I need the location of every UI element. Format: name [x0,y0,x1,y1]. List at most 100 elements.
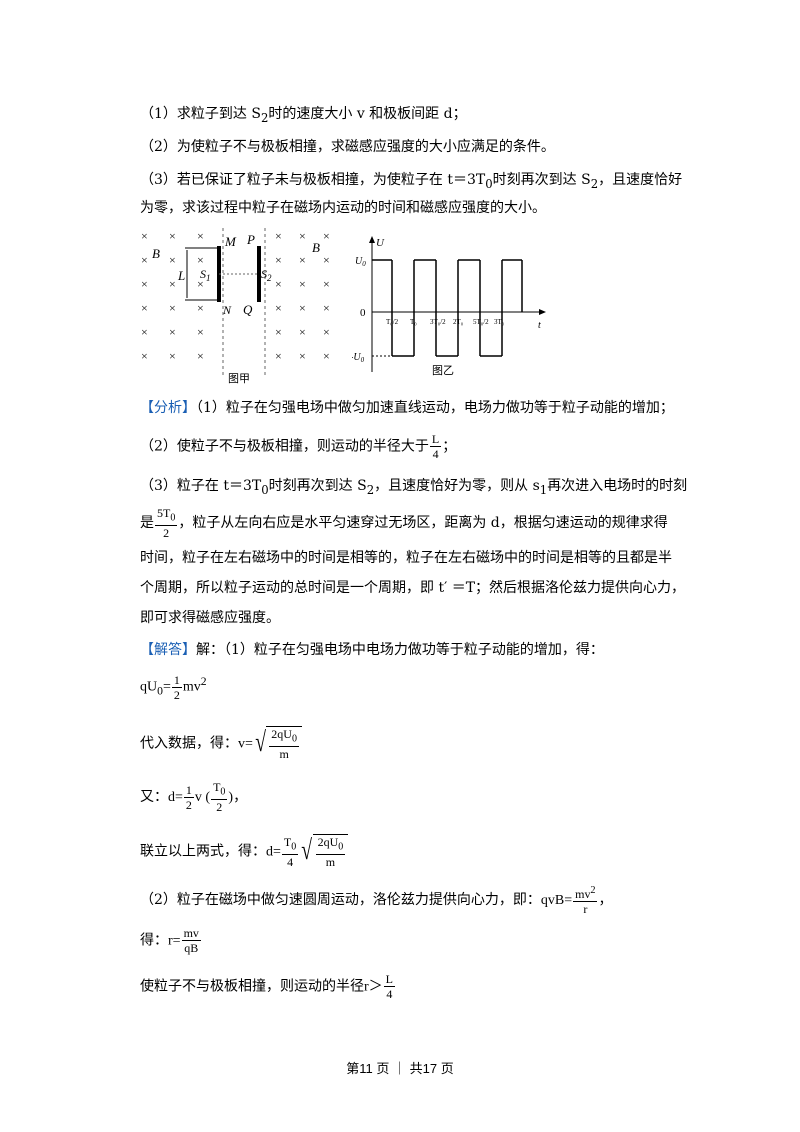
field-cross: × [141,301,148,315]
field-cross: × [141,325,148,339]
label-s2: S2 [261,267,272,283]
question-1: （1）求粒子到达 S2时的速度大小 v 和极板间距 d； [140,104,467,128]
field-cross: × [197,277,204,291]
field-cross: × [141,277,148,291]
q3a-rest: 时刻再次到达 S [492,172,591,188]
field-cross: × [299,349,306,363]
field-cross: × [169,349,176,363]
crosses-left: × × × × × × × × × × × × × × × × × × [141,229,204,363]
tick-6: 3T₀ [494,318,505,326]
field-cross: × [197,301,204,315]
tick-3: 3T₀/2 [430,318,446,326]
u-axis-arrow [369,236,375,243]
tick-1: T₀/2 [386,318,399,326]
field-cross: × [299,325,306,339]
field-cross: × [169,301,176,315]
field-cross: × [323,229,330,243]
question-3-line-1: （3）若已保证了粒子未与极板相撞，为使粒子在 t＝3T0时刻再次到达 S2，且速… [140,170,682,194]
field-cross: × [275,301,282,315]
field-cross: × [275,325,282,339]
field-cross: × [323,325,330,339]
answer-line-1: 【解答】解：（1）粒子在匀强电场中电场力做功等于粒子动能的增加，得： [140,640,604,660]
field-cross: × [169,229,176,243]
label-s1: S1 [200,267,211,283]
page-footer: 第11 页 ｜ 共17 页 [346,1061,454,1076]
q1-rest: 时的速度大小 v 和极板间距 d； [268,106,467,122]
analysis-line-1: 【分析】（1）粒子在匀强电场中做匀加速直线运动，电场力做功等于粒子动能的增加； [140,398,674,418]
axis-u-label: U [376,237,385,249]
field-cross: × [141,253,148,267]
field-cross: × [299,253,306,267]
t-axis-arrow [539,309,546,315]
field-cross: × [275,253,282,267]
crosses-right: ×××××××××××××××××× [275,229,330,363]
field-cross: × [197,349,204,363]
label-b-left: B [152,246,160,261]
label-l: L [177,268,185,283]
field-cross: × [197,325,204,339]
label-n: N [222,303,232,317]
label-m: M [224,234,237,249]
axis-t-label: t [538,320,541,331]
u0-label: U0 [355,256,366,268]
label-b-right: B [312,240,320,255]
origin-label: 0 [360,307,366,319]
field-cross: × [169,253,176,267]
analysis-a1: （1）粒子在匀强电场中做匀加速直线运动，电场力做功等于粒子动能的增加； [196,400,674,416]
caption-a: 图甲 [228,372,250,385]
field-cross: × [197,253,204,267]
field-cross: × [141,349,148,363]
tick-4: 2T₀ [453,318,464,326]
field-cross: × [323,349,330,363]
field-cross: × [197,229,204,243]
analysis-line-5: 时间，粒子在左右磁场中的时间是相等的，粒子在左右磁场中的时间是相等的且都是半 [140,550,672,566]
label-q: Q [243,302,253,317]
analysis-a2-end: ； [442,438,457,455]
tick-2: T₀ [410,318,417,326]
neg-u0-label: -U0 [352,352,365,364]
field-cross: × [169,325,176,339]
question-2: （2）为使粒子不与极板相撞，求磁感应强度的大小应满足的条件。 [140,139,555,155]
q1-sub: 2 [260,110,269,125]
field-cross: × [299,301,306,315]
q1-text: （1）求粒子到达 S [140,106,261,122]
q3a-sub2: 2 [590,176,599,191]
field-cross: × [299,229,306,243]
analysis-line-3: （3）粒子在 t＝3T0时刻再次到达 S2，且速度恰好为零，则从 s1再次进入电… [140,478,688,497]
q3a-sub: 0 [485,176,493,191]
analysis-a2: （2）使粒子不与极板相撞，则运动的半径大于 [140,438,429,455]
question-3-line-2: 为零，求该过程中粒子在磁场内运动的时间和磁感应强度的大小。 [140,200,546,216]
answer-tag: 【解答】 [140,642,196,658]
field-cross: × [169,277,176,291]
analysis-tag: 【分析】 [140,400,196,416]
field-cross: × [323,277,330,291]
field-cross: × [275,229,282,243]
caption-b: 图乙 [432,364,454,377]
field-cross: × [299,277,306,291]
figure-b: U t 0 U0 -U0 T₀/2 T₀ 3T₀/2 2T₀ 5T₀/2 3T₀… [352,236,546,377]
answer-intro: 解：（1）粒子在匀强电场中电场力做功等于粒子动能的增加，得： [196,642,604,658]
field-cross: × [323,301,330,315]
q3a-end: ，且速度恰好 [598,172,683,188]
q3a-text: （3）若已保证了粒子未与极板相撞，为使粒子在 t＝3T [140,172,486,188]
field-cross: × [141,229,148,243]
figure-a: ×××××××××××××××××× ×××××××××××××××××× B … [141,228,330,385]
analysis-line-6: 个周期，所以粒子运动的总时间是一个周期，即 t′ ＝T；然后根据洛伦兹力提供向心… [140,580,686,596]
label-p: P [246,232,255,247]
field-cross: × [323,253,330,267]
analysis-line-7: 即可求得磁感应强度。 [140,610,280,626]
field-cross: × [275,349,282,363]
tick-5: 5T₀/2 [473,318,489,326]
